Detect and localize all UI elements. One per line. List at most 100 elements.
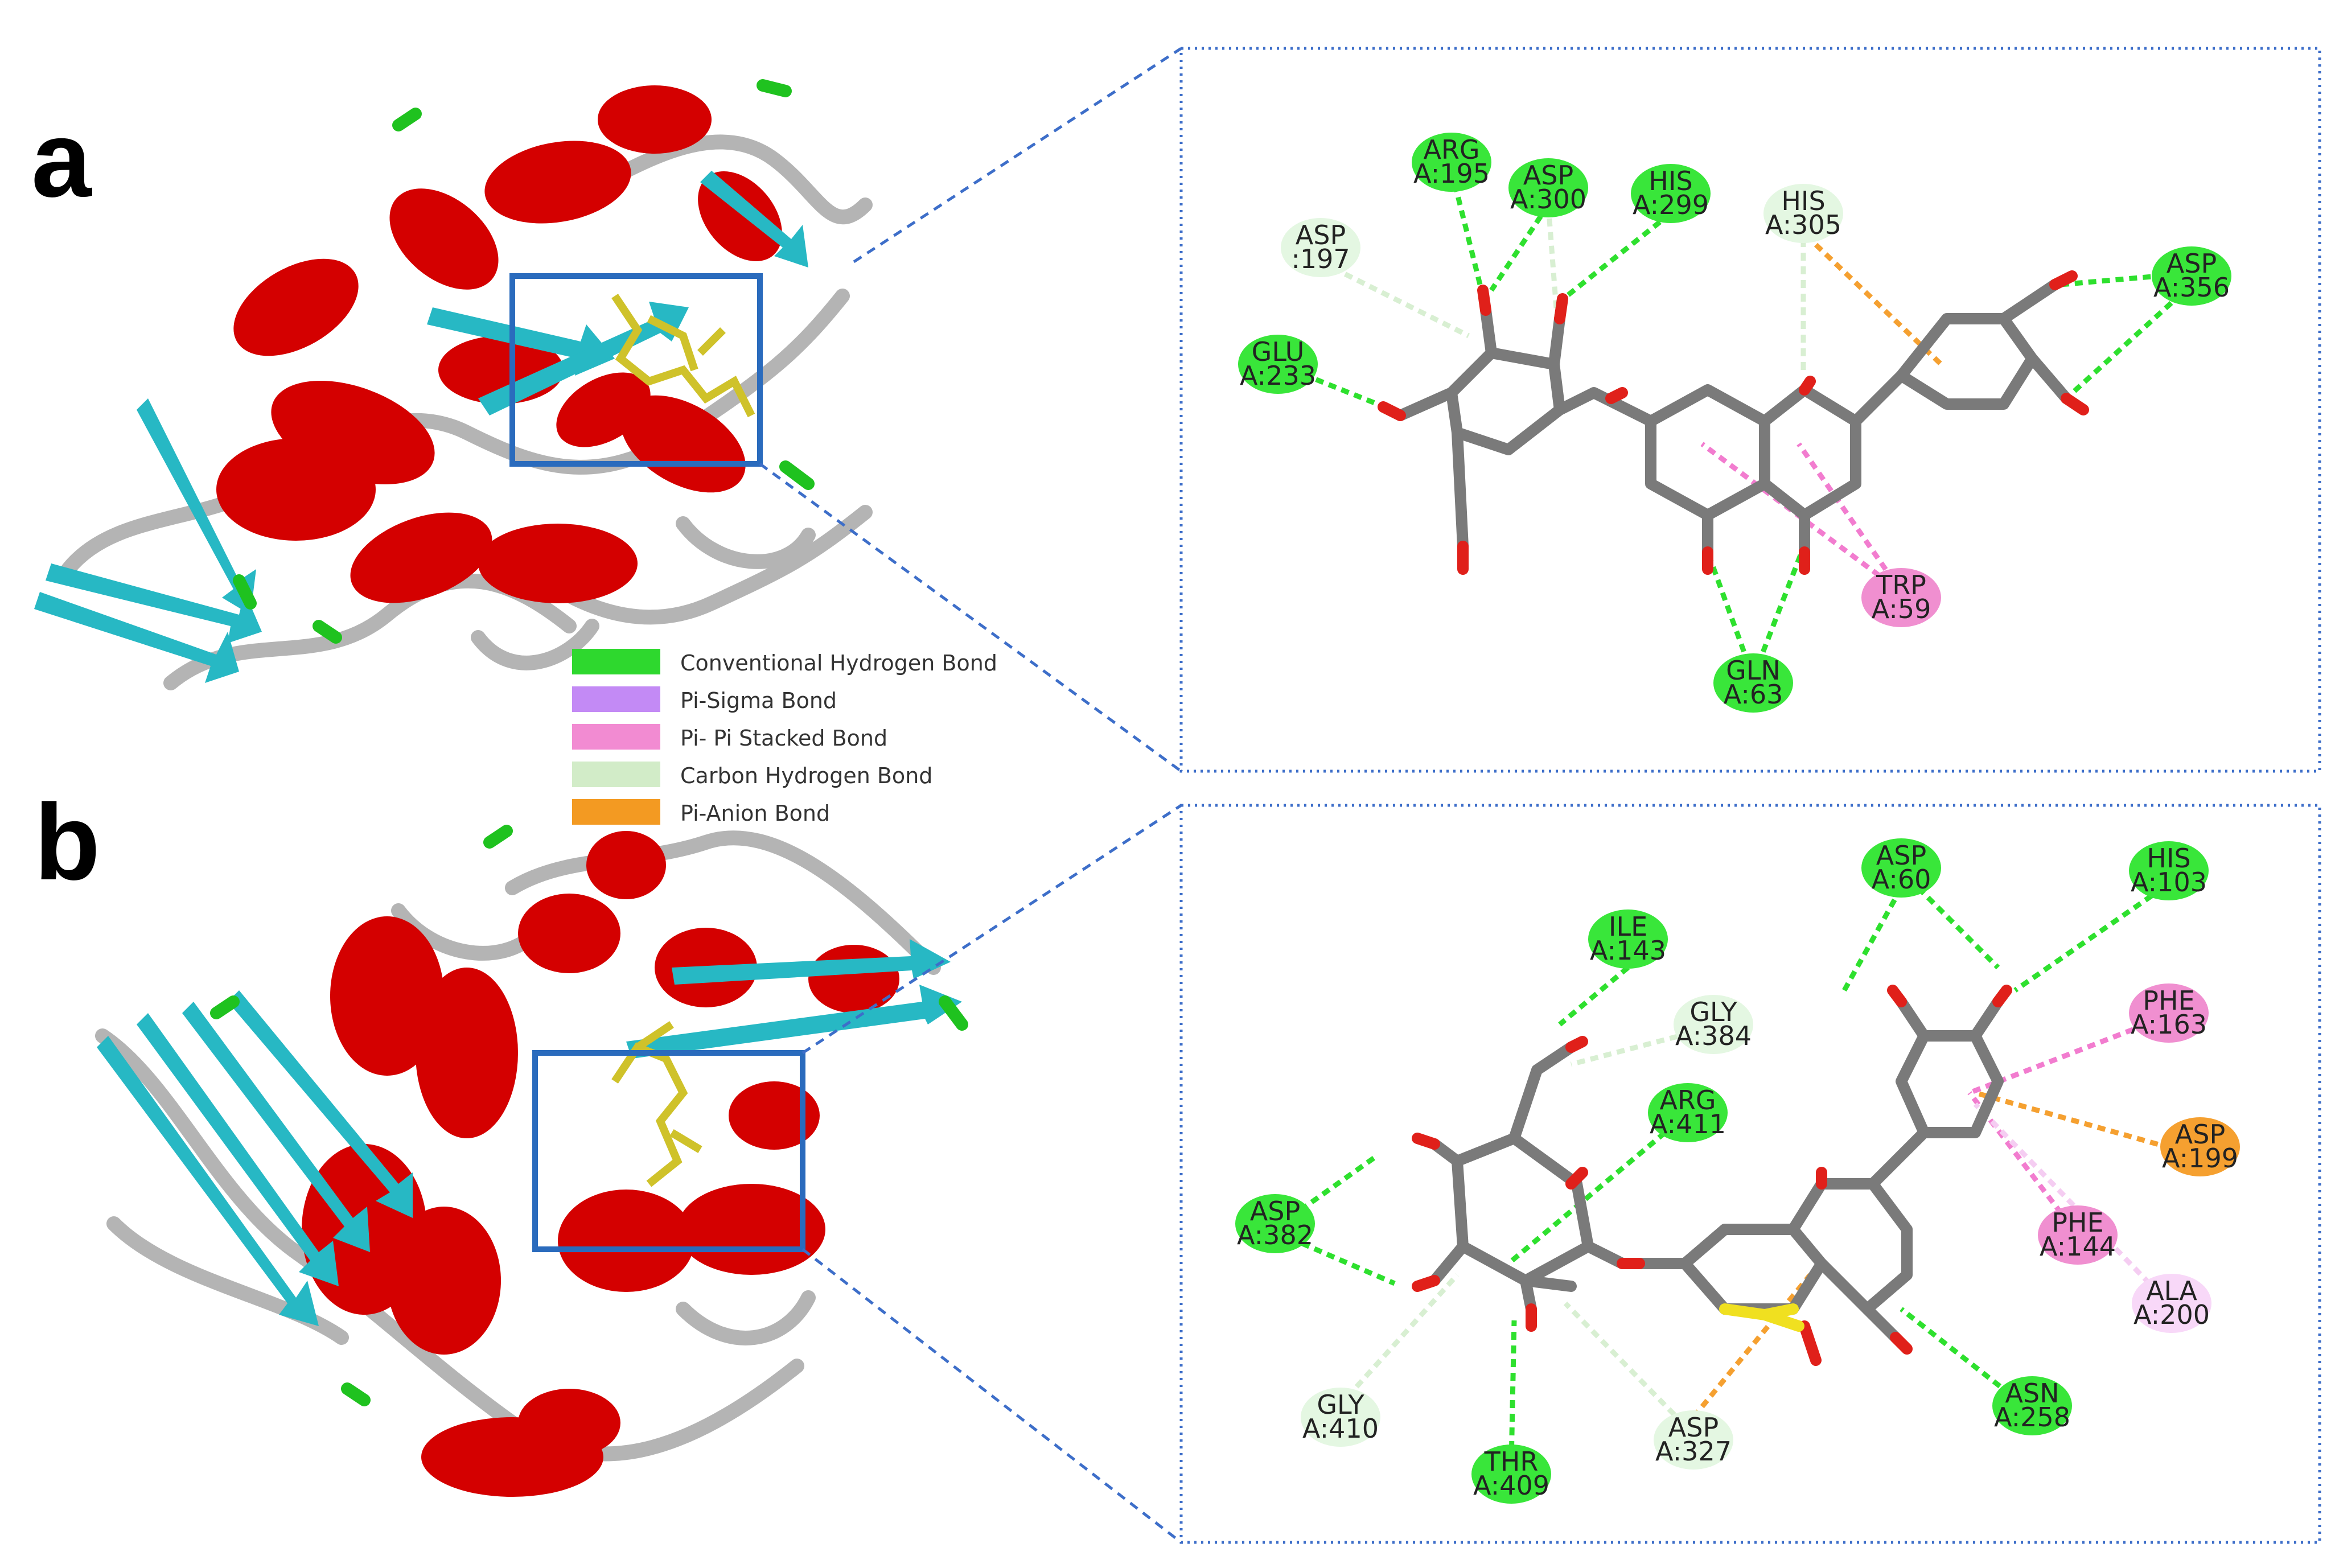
residue-number: A:60 (1872, 864, 1931, 895)
residue-thr409: THR A:409 (1471, 1444, 1551, 1504)
legend-item: Pi-Anion Bond (572, 799, 830, 826)
residue-name: HIS (2147, 843, 2190, 874)
residue-name: ARG (1423, 134, 1479, 165)
residue-asp197: ASP :197 (1281, 218, 1360, 277)
residue-number: A:300 (1510, 184, 1586, 215)
residue-number: A:59 (1872, 594, 1931, 624)
residue-gly384: GLY A:384 (1674, 995, 1753, 1054)
residue-name: GLU (1252, 336, 1305, 367)
residue-gly410: GLY A:410 (1301, 1388, 1380, 1447)
legend-swatch (572, 762, 660, 787)
inset-frame-a (1179, 47, 2321, 773)
connector-line-b-top (801, 804, 1182, 1055)
residue-name: ARG (1659, 1085, 1716, 1116)
residue-name: ASP (1296, 220, 1346, 250)
legend-item: Carbon Hydrogen Bond (572, 762, 932, 788)
residue-number: A:382 (1237, 1220, 1313, 1250)
residue-asp60: ASP A:60 (1861, 838, 1941, 898)
residue-name: HIS (1649, 166, 1692, 196)
binding-site-box-b (532, 1050, 805, 1252)
ligand-oxygens-a (1378, 270, 2089, 575)
residue-his305: HIS A:305 (1763, 184, 1843, 243)
legend-label: Carbon Hydrogen Bond (680, 763, 932, 788)
legend: Conventional Hydrogen Bond Pi-Sigma Bond… (572, 649, 997, 826)
residue-arg411: ARG A:411 (1648, 1083, 1728, 1142)
binding-site-box-a (509, 273, 763, 467)
residue-ile143: ILE A:143 (1588, 909, 1668, 969)
residue-phe144: PHE A:144 (2038, 1205, 2118, 1265)
residue-number: A:103 (2131, 867, 2207, 898)
residue-number: A:356 (2153, 272, 2230, 303)
residue-number: A:409 (1473, 1470, 1549, 1501)
residue-asp327: ASP A:327 (1654, 1410, 1733, 1470)
residue-number: A:411 (1650, 1109, 1726, 1139)
residue-number: A:143 (1590, 935, 1666, 966)
residue-number: A:144 (2040, 1231, 2116, 1262)
residue-glu233: GLU A:233 (1238, 335, 1318, 394)
legend-swatch (572, 649, 660, 674)
residue-name: ASP (1668, 1412, 1719, 1443)
residue-name: ALA (2146, 1275, 2197, 1306)
residue-phe163: PHE A:163 (2129, 983, 2209, 1043)
residue-trp59: TRP A:59 (1861, 568, 1941, 627)
connector-line-b-bottom (801, 1248, 1182, 1544)
residue-name: GLY (1689, 997, 1737, 1027)
residue-number: A:200 (2133, 1299, 2210, 1330)
legend-swatch (572, 686, 660, 712)
residue-asp199: ASP A:199 (2160, 1117, 2240, 1176)
residue-name: GLN (1726, 655, 1781, 686)
residue-number: A:299 (1633, 190, 1709, 220)
legend-swatch (572, 799, 660, 825)
residue-number: A:163 (2131, 1009, 2207, 1040)
residue-name: ASP (1876, 840, 1926, 871)
connector-line-a-bottom (759, 462, 1182, 773)
ligand-skeleton-a (1395, 279, 2072, 558)
legend-item: Pi- Pi Stacked Bond (572, 724, 887, 751)
residue-his103: HIS A:103 (2129, 841, 2209, 900)
legend-swatch (572, 724, 660, 750)
interaction-lines-b (1288, 886, 2198, 1463)
residue-number: A:305 (1765, 209, 1841, 240)
residue-name: ASP (1523, 160, 1573, 191)
legend-item: Conventional Hydrogen Bond (572, 649, 997, 676)
residue-number: A:258 (1994, 1402, 2070, 1433)
residue-number: A:327 (1655, 1436, 1732, 1467)
residue-number: :197 (1291, 244, 1350, 274)
panel-letter-a: a (31, 99, 92, 220)
residue-number: A:410 (1302, 1413, 1379, 1444)
residue-asn258: ASN A:258 (1992, 1376, 2072, 1435)
residue-name: GLY (1317, 1389, 1364, 1420)
residue-his299: HIS A:299 (1631, 164, 1711, 223)
residue-name: PHE (2052, 1207, 2103, 1238)
residue-asp356: ASP A:356 (2152, 246, 2231, 306)
interaction-lines-a (1277, 170, 2194, 678)
legend-label: Pi-Sigma Bond (680, 688, 837, 713)
residue-number: A:199 (2162, 1143, 2238, 1174)
residue-bubbles-a: GLU A:233 ASP :197 ARG A:195 ASP A:300 H… (1238, 133, 2231, 713)
legend-label: Conventional Hydrogen Bond (680, 651, 997, 676)
residue-number: A:63 (1724, 679, 1783, 710)
protein-structure-b (95, 825, 968, 1497)
residue-asp382: ASP A:382 (1235, 1194, 1315, 1253)
residue-arg195: ARG A:195 (1412, 133, 1491, 192)
connector-line-a-top (853, 47, 1182, 264)
protein-structure-a (34, 79, 873, 690)
residue-name: ASN (2005, 1378, 2059, 1409)
residue-ala200: ALA A:200 (2132, 1274, 2211, 1333)
residue-number: A:384 (1675, 1020, 1752, 1051)
residue-name: TRP (1876, 570, 1926, 600)
residue-name: ASP (2167, 248, 2217, 279)
residue-name: ASP (2175, 1119, 2225, 1150)
residue-bubbles-b: ASP A:382 ILE A:143 GLY A:384 ARG A:411 … (1235, 838, 2240, 1504)
residue-gln63: GLN A:63 (1713, 653, 1793, 713)
ligand-heteroatoms-b (1412, 985, 2012, 1366)
legend-label: Pi- Pi Stacked Bond (680, 726, 887, 751)
residue-name: THR (1484, 1446, 1539, 1477)
residue-number: A:233 (1240, 360, 1316, 391)
residue-name: ASP (1250, 1196, 1300, 1227)
residue-number: A:195 (1413, 158, 1490, 189)
panel-letter-b: b (34, 782, 100, 903)
residue-asp300: ASP A:300 (1508, 158, 1588, 217)
legend-item: Pi-Sigma Bond (572, 686, 837, 713)
